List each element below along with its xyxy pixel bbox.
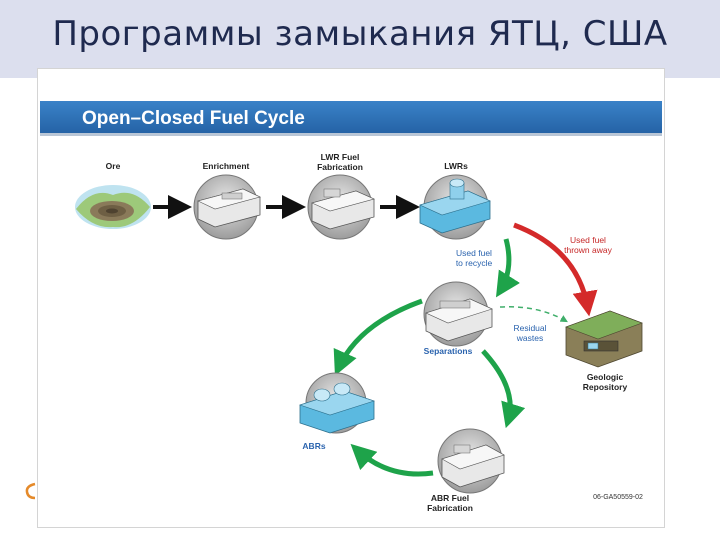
label-repository-line1: Geologic xyxy=(587,372,624,382)
figure-id: 06-GA50559-02 xyxy=(593,494,643,501)
label-thrown-line2: thrown away xyxy=(564,245,612,255)
lwr-fab-unit xyxy=(323,188,341,198)
title-band xyxy=(0,0,720,78)
abr-fuel-fabrication-stage: ABR Fuel Fabrication xyxy=(427,428,505,513)
label-lwr-fab-line2: Fabrication xyxy=(317,162,363,172)
label-residual-line2: wastes xyxy=(516,333,543,343)
label-enrichment: Enrichment xyxy=(203,161,250,171)
label-lwrs: LWRs xyxy=(444,161,468,171)
label-residual-line1: Residual xyxy=(513,323,546,333)
fuel-cycle-diagram: Open–Closed Fuel Cycle Ore Enrichment LW… xyxy=(40,101,662,513)
label-separations: Separations xyxy=(424,346,473,356)
fuel-cycle-figure: Open–Closed Fuel Cycle Ore Enrichment LW… xyxy=(37,68,665,528)
label-abrs: ABRs xyxy=(302,441,325,451)
slide-title: Программы замыкания ЯТЦ, США xyxy=(52,14,668,54)
left-decoration-mark xyxy=(25,482,36,500)
repository-surface xyxy=(565,310,643,340)
ore-pit-core xyxy=(106,208,118,214)
lwrs-stage: LWRs xyxy=(419,161,491,240)
figure-header-bar xyxy=(40,101,662,133)
ore-stage: Ore xyxy=(75,161,151,229)
repository-tunnel xyxy=(583,340,619,352)
abrs-dome-1 xyxy=(313,388,331,402)
label-recycle-line2: to recycle xyxy=(456,258,493,268)
enrichment-stage: Enrichment xyxy=(193,161,261,240)
lwr-fab-roof xyxy=(311,190,375,212)
geologic-repository-stage: Geologic Repository xyxy=(565,310,643,392)
separations-stage: Separations xyxy=(423,281,493,356)
label-abr-fab-line2: Fabrication xyxy=(427,503,473,513)
arrow-residual-wastes xyxy=(499,306,568,323)
lwr-fuel-fabrication-stage: LWR Fuel Fabrication xyxy=(307,152,375,240)
label-ore: Ore xyxy=(106,161,121,171)
separations-unit xyxy=(439,300,471,309)
label-recycle-line1: Used fuel xyxy=(456,248,492,258)
abr-fab-roof xyxy=(441,444,505,470)
figure-header-title: Open–Closed Fuel Cycle xyxy=(82,108,305,129)
enrichment-unit xyxy=(221,192,243,200)
arrow-thrown-away xyxy=(513,222,598,317)
label-abr-fab-line1: ABR Fuel xyxy=(431,493,469,503)
arrow-to-recycle xyxy=(495,238,520,298)
label-lwr-fab-line1: LWR Fuel xyxy=(321,152,360,162)
label-repository-line2: Repository xyxy=(583,382,628,392)
repository-cask xyxy=(587,342,599,350)
figure-header-shadow xyxy=(40,133,662,136)
arrow-separations-to-abrs xyxy=(333,298,423,376)
abrs-stage: ABRs xyxy=(299,372,375,451)
arrow-abr-fab-to-abrs xyxy=(350,443,434,477)
arrow-separations-to-abr-fab xyxy=(481,349,526,429)
abr-fab-unit xyxy=(453,444,471,454)
lwrs-dome xyxy=(449,178,465,188)
label-thrown-line1: Used fuel xyxy=(570,235,606,245)
orange-arc-icon xyxy=(25,482,36,500)
abrs-dome-2 xyxy=(333,382,351,396)
